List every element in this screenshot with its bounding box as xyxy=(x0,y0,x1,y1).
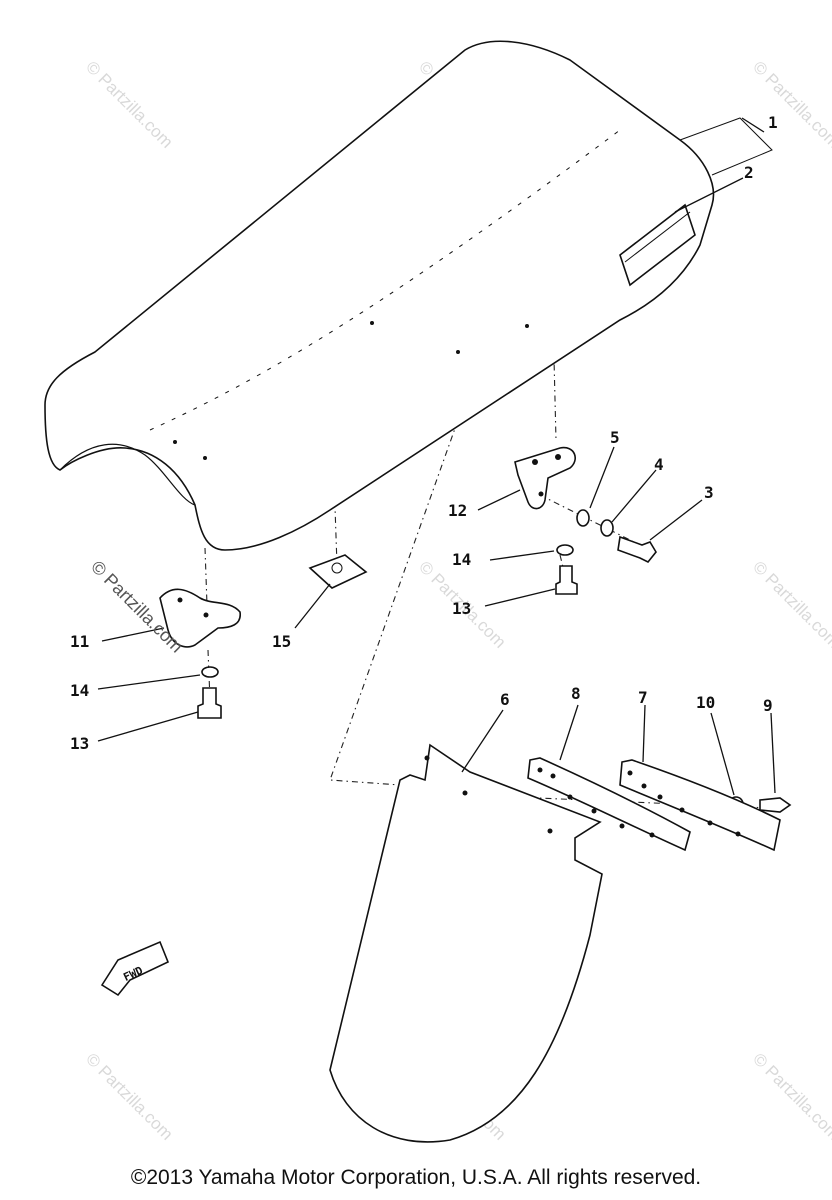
callouts: 1 2 3 4 5 6 7 8 9 10 11 12 13 13 14 14 1… xyxy=(70,113,778,753)
leader-lines xyxy=(97,117,776,796)
callout-10: 10 xyxy=(696,693,715,712)
seat xyxy=(44,40,773,551)
callout-12: 12 xyxy=(448,501,467,520)
callout-13-left: 13 xyxy=(70,734,89,753)
watermark: © Partzilla.com xyxy=(82,57,176,151)
callout-15: 15 xyxy=(272,632,291,651)
seat-emblem xyxy=(619,203,696,287)
plate-7 xyxy=(619,759,781,852)
bracket-12 xyxy=(514,446,576,510)
watermark: © Partzilla.com xyxy=(749,1049,832,1143)
callout-8: 8 xyxy=(571,684,581,703)
bracket-11 xyxy=(159,588,241,648)
callout-5: 5 xyxy=(610,428,620,447)
plate-8 xyxy=(527,757,691,852)
callout-2: 2 xyxy=(744,163,754,182)
callout-3: 3 xyxy=(704,483,714,502)
watermark: © Partzilla.com xyxy=(82,1049,176,1143)
watermark: © Partzilla.com xyxy=(749,57,832,151)
callout-9: 9 xyxy=(763,696,773,715)
callout-7: 7 xyxy=(638,688,648,707)
fwd-arrow-badge: FWD xyxy=(100,940,170,997)
callout-13-right: 13 xyxy=(452,599,471,618)
callout-4: 4 xyxy=(654,455,664,474)
callout-1: 1 xyxy=(768,113,778,132)
callout-6: 6 xyxy=(500,690,510,709)
callout-11: 11 xyxy=(70,632,89,651)
callout-14-left: 14 xyxy=(70,681,89,700)
hardware xyxy=(197,509,792,813)
watermark: © Partzilla.com xyxy=(749,557,832,651)
callout-14-right: 14 xyxy=(452,550,471,569)
copyright-footer: ©2013 Yamaha Motor Corporation, U.S.A. A… xyxy=(130,1166,702,1189)
mud-flap xyxy=(329,743,603,1143)
